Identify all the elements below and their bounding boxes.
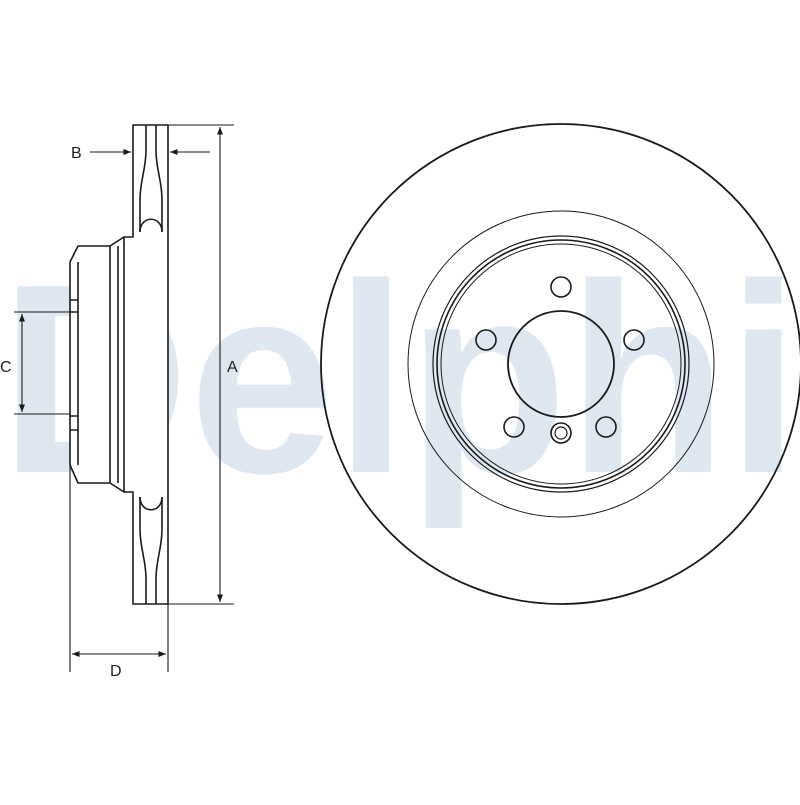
- vent-channel-top: [139, 125, 163, 232]
- bolt-hole: [595, 416, 617, 438]
- hat-outer-edge: [432, 235, 690, 493]
- disc-outer-edge: [320, 123, 800, 605]
- disc-profile-outline: [69, 124, 169, 605]
- friction-ring-inner-edge: [407, 210, 715, 518]
- dimension-c-label: C: [0, 359, 12, 376]
- vent-channel-bottom: [139, 497, 163, 604]
- bolt-hole: [550, 276, 572, 298]
- vent-fillet-top: [139, 218, 163, 233]
- locating-screw-hole: [550, 422, 572, 444]
- hat-step-1: [436, 239, 686, 489]
- dimension-d-label: D: [110, 663, 122, 680]
- hat-step-2: [440, 243, 682, 485]
- dimension-b-label: B: [71, 145, 82, 162]
- vent-fillet-bottom: [139, 496, 163, 511]
- bolt-hole: [475, 329, 497, 351]
- center-bore: [507, 310, 615, 418]
- front-view: [320, 123, 800, 605]
- bore-step: [70, 299, 78, 431]
- bolt-hole: [623, 329, 645, 351]
- bolt-hole: [503, 416, 525, 438]
- locating-screw-hole-inner: [554, 426, 568, 440]
- dimension-a-label: A: [227, 359, 238, 376]
- dimension-lines: [14, 124, 234, 672]
- side-view: [69, 124, 169, 605]
